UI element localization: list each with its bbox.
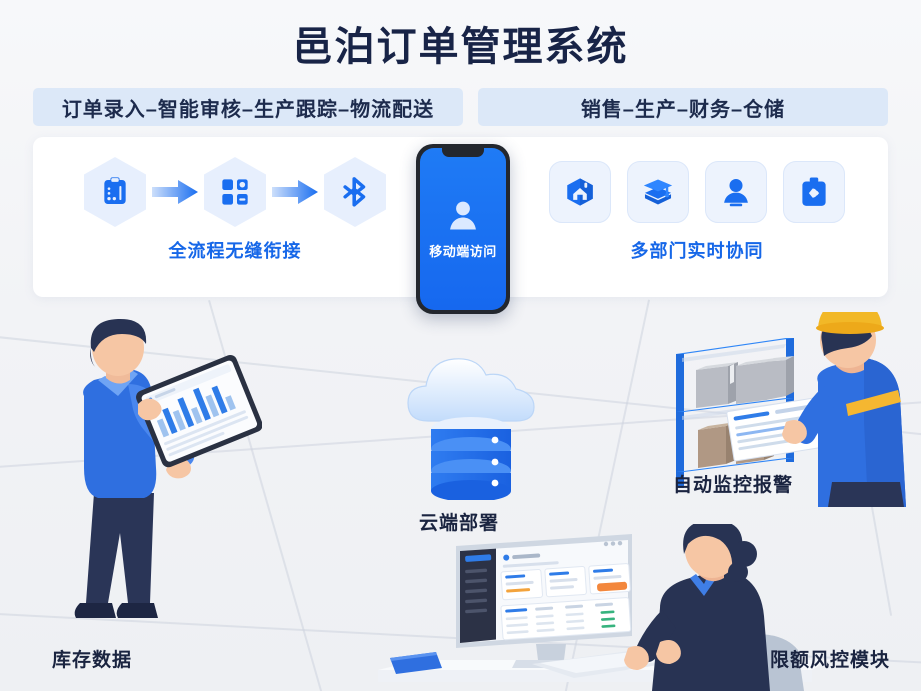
warehouse-worker-illustration [668, 300, 920, 507]
box-production-icon[interactable] [627, 161, 689, 223]
mobile-phone-mockup[interactable]: 移动端访问 [416, 144, 510, 314]
process-icon-row [55, 153, 415, 231]
clipboard-order-icon[interactable] [84, 157, 146, 227]
department-icon-group: 多部门实时协同 [522, 153, 872, 281]
process-group-label: 全流程无缝衔接 [168, 241, 302, 261]
scene-label-monitor: 自动监控报警 [673, 475, 794, 496]
dashboard-grid-icon[interactable] [204, 157, 266, 227]
flow-arrow-2 [272, 180, 318, 204]
phone-notch [442, 148, 484, 157]
scene-label-inventory: 库存数据 [52, 650, 133, 671]
briefcase-warehouse-icon[interactable] [783, 161, 845, 223]
departments-banner: 销售–生产–财务–仓储 [478, 88, 888, 126]
scene-label-cloud: 云端部署 [419, 513, 500, 534]
department-icon-row [522, 153, 872, 231]
process-icon-group: 全流程无缝衔接 [55, 153, 415, 281]
scene-label-risk: 限额风控模块 [770, 650, 891, 671]
process-flow-banner: 订单录入–智能审核–生产跟踪–物流配送 [33, 88, 463, 126]
flow-arrow-1 [152, 180, 198, 204]
man-with-tablet-illustration [42, 318, 263, 648]
home-sales-icon[interactable] [549, 161, 611, 223]
bluetooth-delivery-icon[interactable] [324, 157, 386, 227]
user-avatar-icon [450, 201, 476, 230]
cloud-database-illustration [398, 345, 553, 502]
person-finance-icon[interactable] [705, 161, 767, 223]
desk-dashboard-illustration [360, 520, 830, 691]
department-group-label: 多部门实时协同 [630, 241, 764, 261]
phone-screen: 移动端访问 [420, 148, 506, 310]
phone-label: 移动端访问 [429, 244, 497, 259]
page-title: 邑泊订单管理系统 [292, 25, 629, 69]
